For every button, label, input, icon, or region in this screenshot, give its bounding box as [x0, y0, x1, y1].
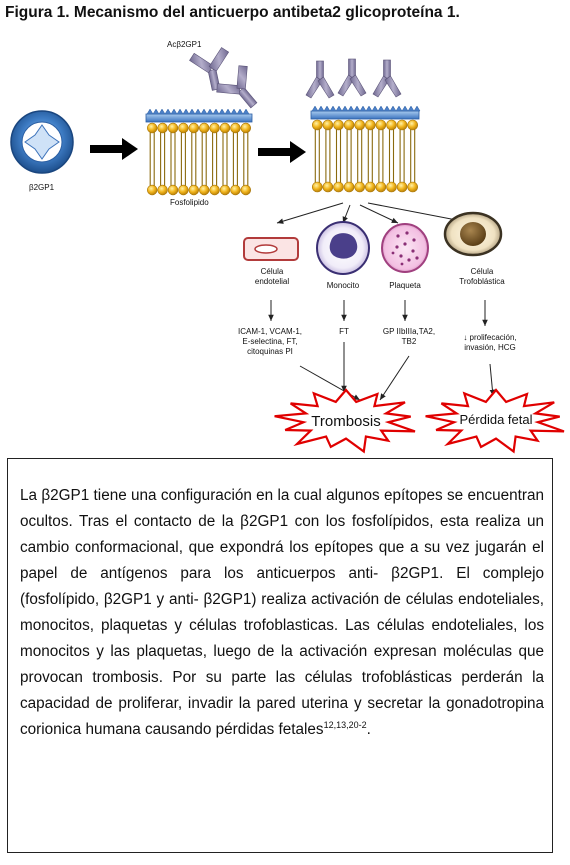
- phospholipid-label: Fosfolipido: [170, 198, 209, 207]
- caption-box: La β2GP1 tiene una configuración en la c…: [7, 458, 553, 853]
- thrombosis-label: Trombosis: [311, 413, 380, 430]
- antibody-icon: [216, 65, 258, 109]
- endothelial-effects: ICAM-1, VCAM-1,E-selectina, FT,citoquina…: [238, 327, 302, 356]
- trophoblast-cell-icon: [443, 211, 503, 257]
- thrombosis-burst-icon: [274, 388, 416, 454]
- platelet-effects: GP IIbIIIa,TA2,TB2: [383, 327, 435, 346]
- phospholipid-membrane-2: [310, 105, 421, 193]
- platelet-icon: [381, 223, 429, 273]
- arrow-icon: [90, 138, 138, 160]
- trophoblast-effects: ↓ prolifecación,invasión, HCG: [463, 333, 516, 352]
- arrow-icon: [258, 141, 306, 163]
- monocyte-icon: [316, 221, 370, 275]
- monocyte-label: Monocito: [327, 281, 360, 290]
- b2gp1-protein-icon: [10, 110, 74, 174]
- endothelial-cell-icon: [243, 237, 299, 261]
- platelet-label: Plaqueta: [389, 281, 421, 290]
- figure-title: Figura 1. Mecanismo del anticuerpo antib…: [5, 4, 460, 21]
- fetal-loss-burst-icon: [425, 388, 565, 454]
- antibody-label: Acβ2GP1: [167, 40, 202, 49]
- monocyte-effects: FT: [339, 327, 349, 336]
- b2gp1-label: β2GP1: [29, 183, 55, 192]
- caption-text: La β2GP1 tiene una configuración en la c…: [20, 487, 544, 738]
- antibody-icon: [189, 47, 230, 91]
- bound-antibodies: [305, 58, 402, 99]
- caption-references: 12,13,20-2: [323, 720, 367, 730]
- fetal-loss-label: Pérdida fetal: [460, 412, 533, 427]
- phospholipid-membrane-1: [145, 108, 253, 196]
